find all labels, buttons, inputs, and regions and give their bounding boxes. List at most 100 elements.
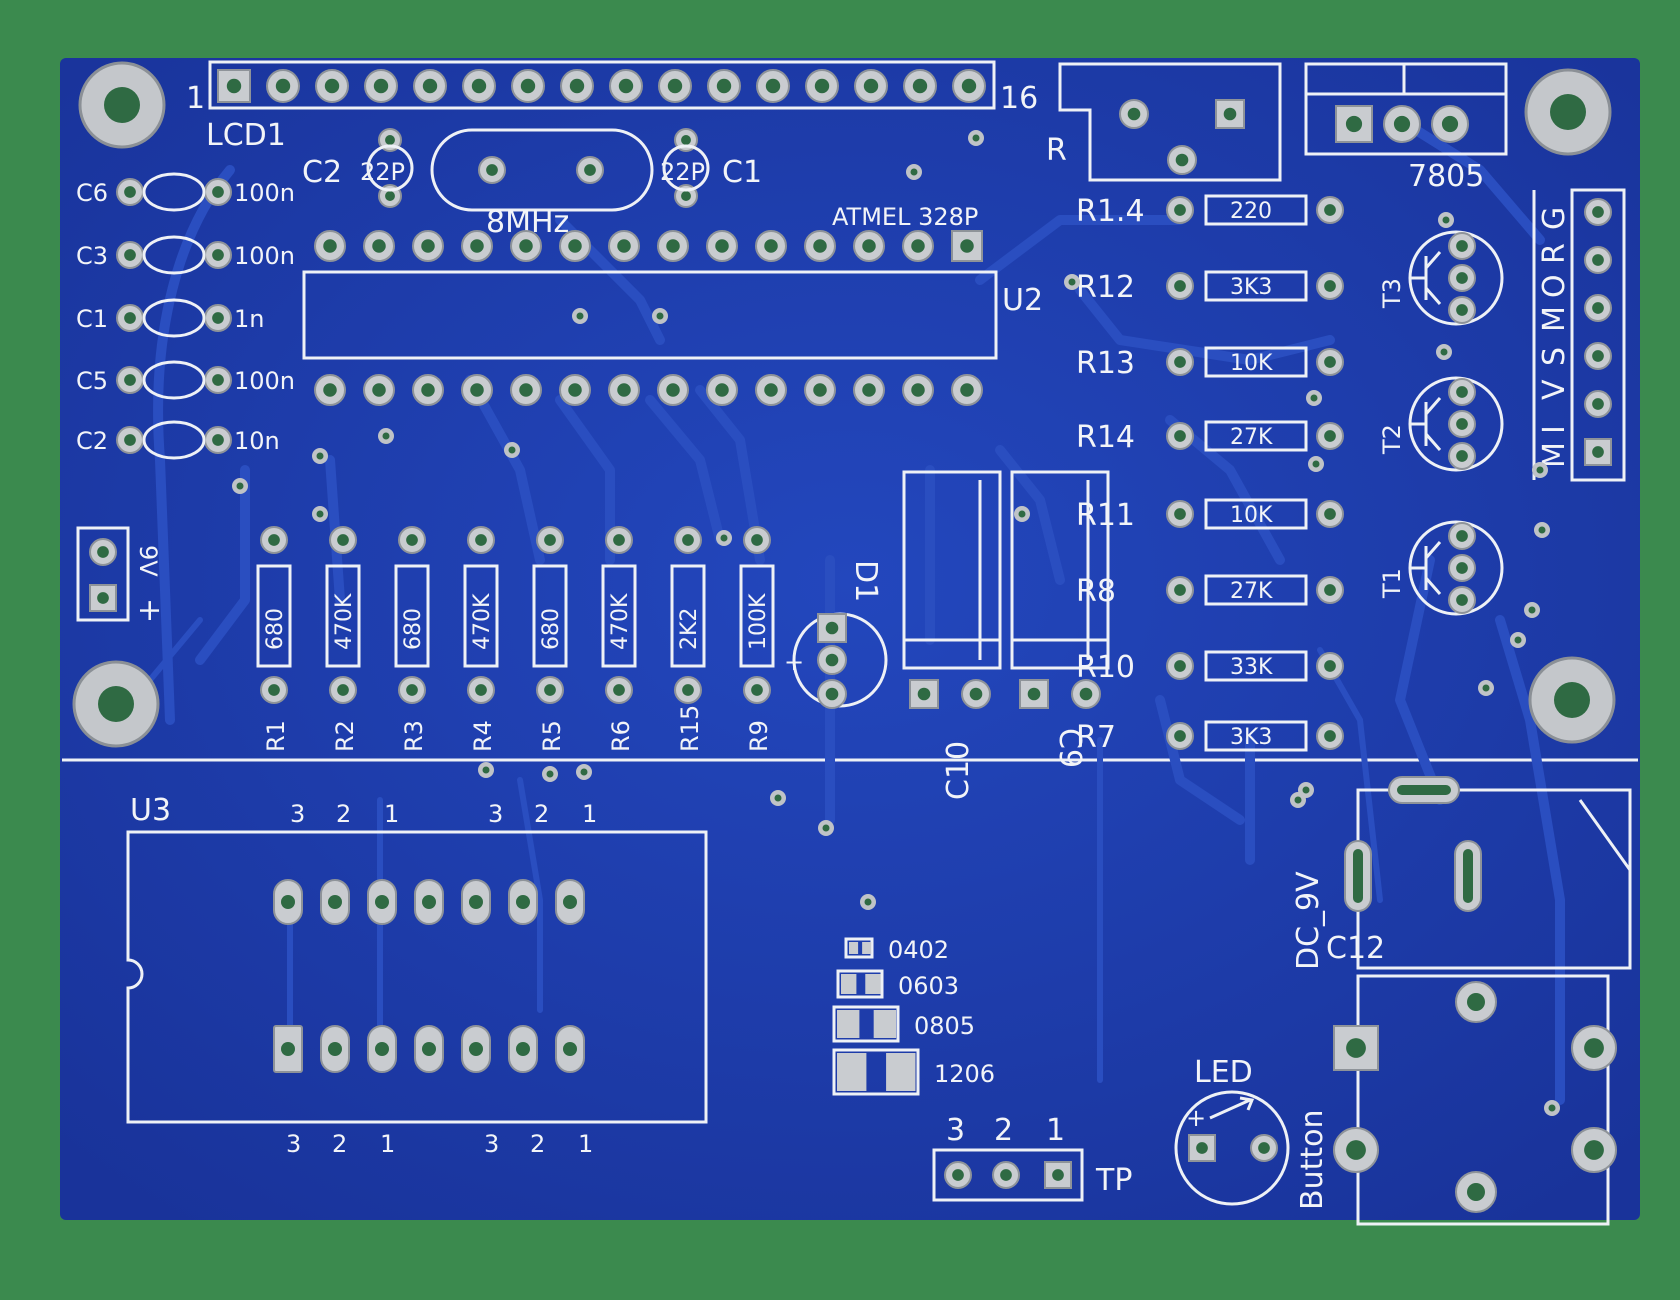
via [1544, 1100, 1560, 1116]
rres-value: 3K3 [1230, 725, 1272, 750]
reg-label: 7805 [1408, 159, 1484, 194]
u2-pin-bottom [363, 374, 395, 406]
u2-pin-top [657, 230, 689, 262]
via [1510, 632, 1526, 648]
rres-value: 27K [1230, 579, 1273, 604]
via [1478, 680, 1494, 696]
d1-pad [817, 613, 847, 643]
c2-top-label: C2 [302, 155, 342, 190]
u2-pin-top [363, 230, 395, 262]
u2-pin-bottom [461, 374, 493, 406]
vres-name: R2 [331, 720, 359, 752]
left-cap-pad [204, 426, 232, 454]
via [312, 448, 328, 464]
vres-pad [467, 526, 495, 554]
rres-name: R8 [1076, 574, 1116, 609]
vres-name: R9 [745, 720, 773, 752]
button-pad [1571, 1127, 1617, 1173]
r-label: R [1046, 133, 1067, 168]
reg-pad [1335, 105, 1373, 143]
left-cap-pad [116, 241, 144, 269]
vias [232, 130, 1560, 1116]
rres-name: R14 [1076, 420, 1135, 455]
rres-pad [1166, 196, 1194, 224]
via [1014, 506, 1030, 522]
u3-pin-number-bottom: 3 [286, 1130, 301, 1158]
transistor-pad [1448, 554, 1476, 582]
dc-jack-slot [1454, 840, 1482, 912]
u3-pad-top [461, 879, 491, 925]
transistor-pad [1448, 264, 1476, 292]
rres-value: 3K3 [1230, 275, 1272, 300]
via [232, 478, 248, 494]
u3-pin-number-bottom: 2 [332, 1130, 347, 1158]
left-cap-pad [116, 366, 144, 394]
transistor-pad [1448, 378, 1476, 406]
u3-pad-bottom [320, 1025, 350, 1073]
led-pads [1188, 1134, 1278, 1162]
u2-pins [314, 230, 983, 406]
via [1308, 456, 1324, 472]
lcd-pin [315, 69, 349, 103]
vres-pad [536, 676, 564, 704]
left-cap-pad [116, 304, 144, 332]
lcd-pin [854, 69, 888, 103]
vres-pad [329, 526, 357, 554]
u2-label: U2 [1002, 283, 1043, 318]
isp-pin [1584, 342, 1612, 370]
smd-size-label: 0603 [898, 972, 959, 1000]
via [818, 820, 834, 836]
rres-pad [1316, 196, 1344, 224]
lcd-pin-last-label: 16 [1000, 81, 1038, 116]
u2-pin-top [608, 230, 640, 262]
left-cap-value: 10n [234, 427, 280, 455]
rres-name: R7 [1076, 720, 1116, 755]
rres-pad [1166, 500, 1194, 528]
button-pad [1333, 1025, 1379, 1071]
u2-pin-bottom [559, 374, 591, 406]
power-label: 9V [134, 545, 162, 577]
u2-outline [302, 270, 998, 360]
rres-name: R12 [1076, 270, 1135, 305]
u2-pin-bottom [951, 374, 983, 406]
via [542, 766, 558, 782]
u2-pin-bottom [510, 374, 542, 406]
isp-pin-label: O [1537, 274, 1572, 298]
rres-pad [1316, 722, 1344, 750]
u3-pad-top [508, 879, 538, 925]
smd-size-label: 1206 [934, 1060, 995, 1088]
rres-name: R10 [1076, 650, 1135, 685]
d1-plus: + [784, 648, 804, 676]
rres-pad [1166, 722, 1194, 750]
rres-pad [1166, 576, 1194, 604]
vres-name: R3 [400, 720, 428, 752]
rres-value: 10K [1230, 351, 1273, 376]
left-cap-pad [204, 304, 232, 332]
left-cap-name: C3 [76, 242, 108, 270]
transistor-pad [1448, 442, 1476, 470]
c1-top-value: 22P [660, 158, 705, 186]
rres-value: 220 [1230, 199, 1272, 224]
u3-pad-bottom [508, 1025, 538, 1073]
u3-label: U3 [130, 793, 171, 828]
via [652, 308, 668, 324]
transistor-pad [1448, 296, 1476, 324]
rres-pad [1316, 652, 1344, 680]
u2-pin-top [951, 230, 983, 262]
via [576, 764, 592, 780]
lcd-pin-first-label: 1 [186, 81, 205, 116]
lcd-pin [413, 69, 447, 103]
crystal-outline [430, 128, 654, 212]
via [1064, 274, 1080, 290]
button-pad [1455, 981, 1497, 1023]
rres-value: 10K [1230, 503, 1273, 528]
left-cap-pad [204, 366, 232, 394]
isp-pin-label: G [1537, 207, 1572, 230]
u2-pin-bottom [657, 374, 689, 406]
vres-pad [605, 526, 633, 554]
